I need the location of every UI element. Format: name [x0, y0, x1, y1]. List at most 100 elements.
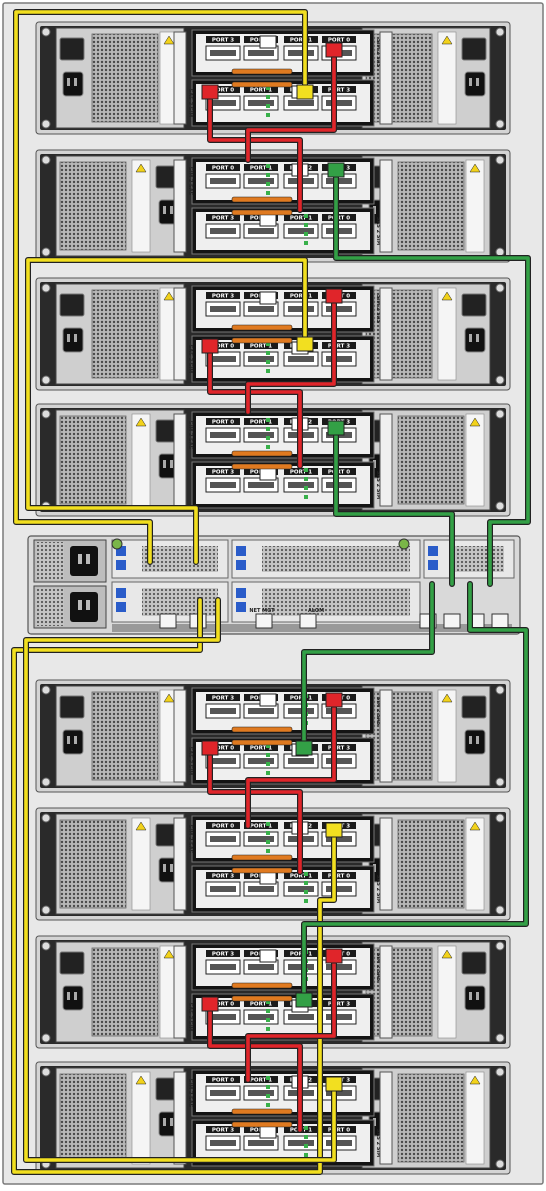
outlet-pin — [67, 78, 70, 86]
shelf-screw — [495, 283, 505, 293]
status-led — [266, 418, 270, 422]
ethernet-port-icon — [259, 949, 277, 963]
psu-warning-label — [437, 31, 457, 125]
ethernet-port-icon — [259, 871, 277, 885]
status-led — [266, 164, 270, 168]
port-socket — [288, 1014, 314, 1020]
power-supply-left — [55, 685, 185, 787]
power-supply-left — [55, 409, 185, 511]
power-supply-left — [55, 155, 185, 257]
port-socket — [210, 482, 236, 488]
outlet-pin — [469, 334, 472, 342]
port-label-bg — [244, 822, 278, 829]
port-socket — [326, 306, 352, 312]
cable-line — [208, 746, 302, 874]
status-led — [266, 436, 270, 440]
port-socket — [248, 886, 274, 892]
status-led — [266, 445, 270, 449]
port-label: PORT 0 — [328, 470, 350, 476]
port-label: PORT 1 — [290, 470, 312, 476]
hba-port-icon — [116, 602, 126, 612]
module-release-handle — [231, 867, 293, 874]
module-vertical-label: SIM 2 SAS — [375, 697, 381, 726]
status-led — [266, 342, 270, 346]
port-label: PORT 3 — [328, 344, 350, 350]
psu-fan-grille — [59, 819, 127, 909]
port-socket — [210, 708, 236, 714]
psu-fan-grille — [365, 947, 433, 1037]
port-socket — [288, 356, 314, 362]
latch-left — [173, 817, 187, 911]
latch-left — [173, 1071, 187, 1165]
port-socket — [248, 1140, 274, 1146]
module-vertical-label: SAS 2 SIM — [187, 345, 193, 373]
red-link-7-cable — [201, 996, 303, 1133]
port-label-bg — [206, 418, 240, 425]
hba-port-icon — [116, 546, 126, 556]
hba-port-icon — [428, 560, 438, 570]
shelf-screw — [41, 777, 51, 787]
outlet-pin — [74, 334, 77, 342]
port-label-bg — [244, 86, 278, 93]
outlet-pin — [67, 992, 70, 1000]
port-label: PORT 3 — [328, 746, 350, 752]
cable-connector — [327, 162, 345, 178]
module-release-handle — [231, 1121, 293, 1128]
hba-port-icon — [236, 546, 246, 556]
shelf-screw — [495, 685, 505, 695]
power-outlet-icon — [62, 985, 84, 1011]
port-label: PORT 3 — [212, 874, 234, 880]
port-label: PORT 0 — [328, 874, 350, 880]
port-socket — [210, 1014, 236, 1020]
latch-right — [379, 287, 393, 381]
status-led — [304, 486, 308, 490]
port-socket — [248, 1090, 274, 1096]
port-socket — [326, 886, 352, 892]
power-outlet-icon — [62, 327, 84, 353]
green-link-upper-b-cable — [327, 420, 455, 587]
warning-triangle-icon — [441, 35, 453, 45]
port-label-bg — [206, 164, 240, 171]
psu-fan-grille — [91, 947, 159, 1037]
latch-left — [173, 287, 187, 381]
cable-connector — [295, 992, 313, 1008]
port-label-bg — [206, 36, 240, 43]
psu-warning-label — [131, 1071, 151, 1165]
port-label: PORT 1 — [250, 824, 272, 830]
ethernet-port-icon — [259, 35, 277, 49]
power-supply-left — [55, 27, 185, 129]
controller-psu-grille — [36, 542, 64, 580]
shelf-screw — [41, 155, 51, 165]
module-vertical-label: SAS 2 SIM — [375, 875, 381, 903]
status-led — [266, 360, 270, 364]
outlet-pin — [163, 1118, 166, 1126]
serial-mgt-icon — [255, 613, 273, 629]
port-socket — [326, 100, 352, 106]
outlet-pin — [78, 554, 82, 564]
outlet-pin — [74, 992, 77, 1000]
warning-triangle-icon — [163, 949, 175, 959]
latch-right — [379, 817, 393, 911]
warning-triangle-icon — [135, 163, 147, 173]
warning-triangle-icon — [441, 291, 453, 301]
shelf-screw — [41, 247, 51, 257]
alom-label: ALOM — [308, 608, 324, 614]
hba-port-icon — [428, 546, 438, 556]
port-label-bg — [322, 1126, 356, 1133]
port-label: PORT 0 — [212, 344, 234, 350]
warning-triangle-icon — [135, 1075, 147, 1085]
port-socket — [326, 708, 352, 714]
shelf-screw — [41, 283, 51, 293]
status-led — [266, 1085, 270, 1089]
port-socket — [288, 100, 314, 106]
port-label-bg — [244, 418, 278, 425]
port-socket — [248, 50, 274, 56]
red-link-8-cable — [245, 948, 343, 1083]
port-socket — [248, 836, 274, 842]
outlet-pin — [170, 206, 173, 214]
port-label: PORT 0 — [212, 824, 234, 830]
